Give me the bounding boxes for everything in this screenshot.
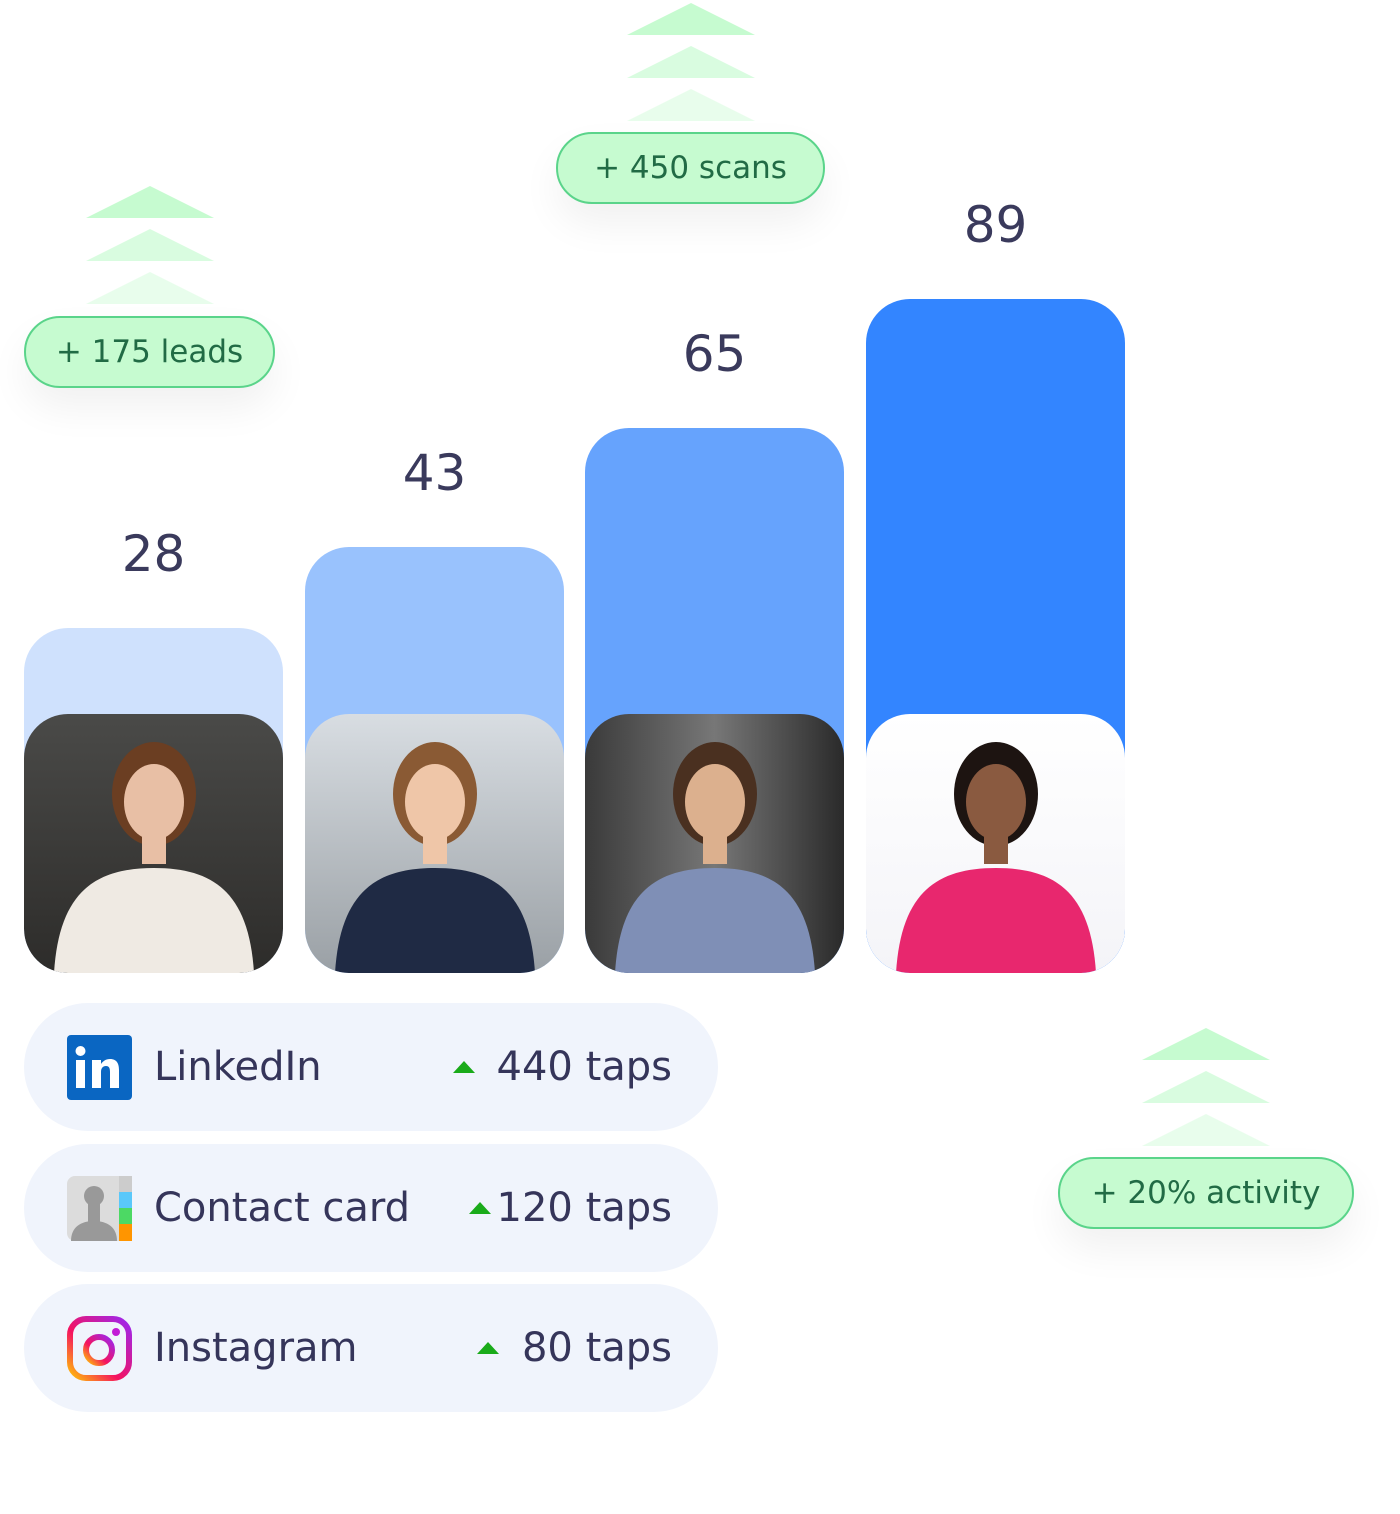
source-row-linkedin: LinkedIn 440 taps bbox=[24, 1003, 718, 1131]
source-label: Contact card bbox=[154, 1185, 410, 1231]
bar-value-label: 43 bbox=[402, 444, 467, 502]
bar bbox=[866, 299, 1125, 973]
source-taps: 80 taps bbox=[521, 1325, 672, 1371]
badge-activity: + 20% activity bbox=[1058, 1157, 1354, 1229]
arrows-scans bbox=[627, 3, 755, 132]
bar-value-label: 28 bbox=[121, 525, 186, 583]
arrows-activity bbox=[1142, 1028, 1270, 1157]
up-arrow-icon bbox=[477, 1342, 499, 1354]
source-row-contact-card: Contact card 120 taps bbox=[24, 1144, 718, 1272]
person-photo bbox=[585, 714, 844, 973]
arrows-leads bbox=[86, 186, 214, 315]
source-taps: 440 taps bbox=[496, 1044, 673, 1090]
bar-value-label: 89 bbox=[963, 196, 1028, 254]
person-photo bbox=[24, 714, 283, 973]
bar-value-label: 65 bbox=[682, 325, 747, 383]
linkedin-icon bbox=[67, 1034, 132, 1100]
bar bbox=[24, 628, 283, 973]
badge-scans: + 450 scans bbox=[556, 132, 825, 204]
source-taps: 120 taps bbox=[496, 1185, 673, 1231]
person-photo bbox=[866, 714, 1125, 973]
contact-card-icon bbox=[67, 1175, 132, 1241]
source-label: LinkedIn bbox=[154, 1044, 322, 1090]
bar bbox=[585, 428, 844, 973]
badge-leads: + 175 leads bbox=[24, 316, 275, 388]
source-row-instagram: Instagram 80 taps bbox=[24, 1284, 718, 1412]
bar bbox=[305, 547, 564, 973]
up-arrow-icon bbox=[469, 1202, 491, 1214]
person-photo bbox=[305, 714, 564, 973]
up-arrow-icon bbox=[453, 1061, 475, 1073]
instagram-icon bbox=[67, 1315, 132, 1381]
source-label: Instagram bbox=[154, 1325, 358, 1371]
